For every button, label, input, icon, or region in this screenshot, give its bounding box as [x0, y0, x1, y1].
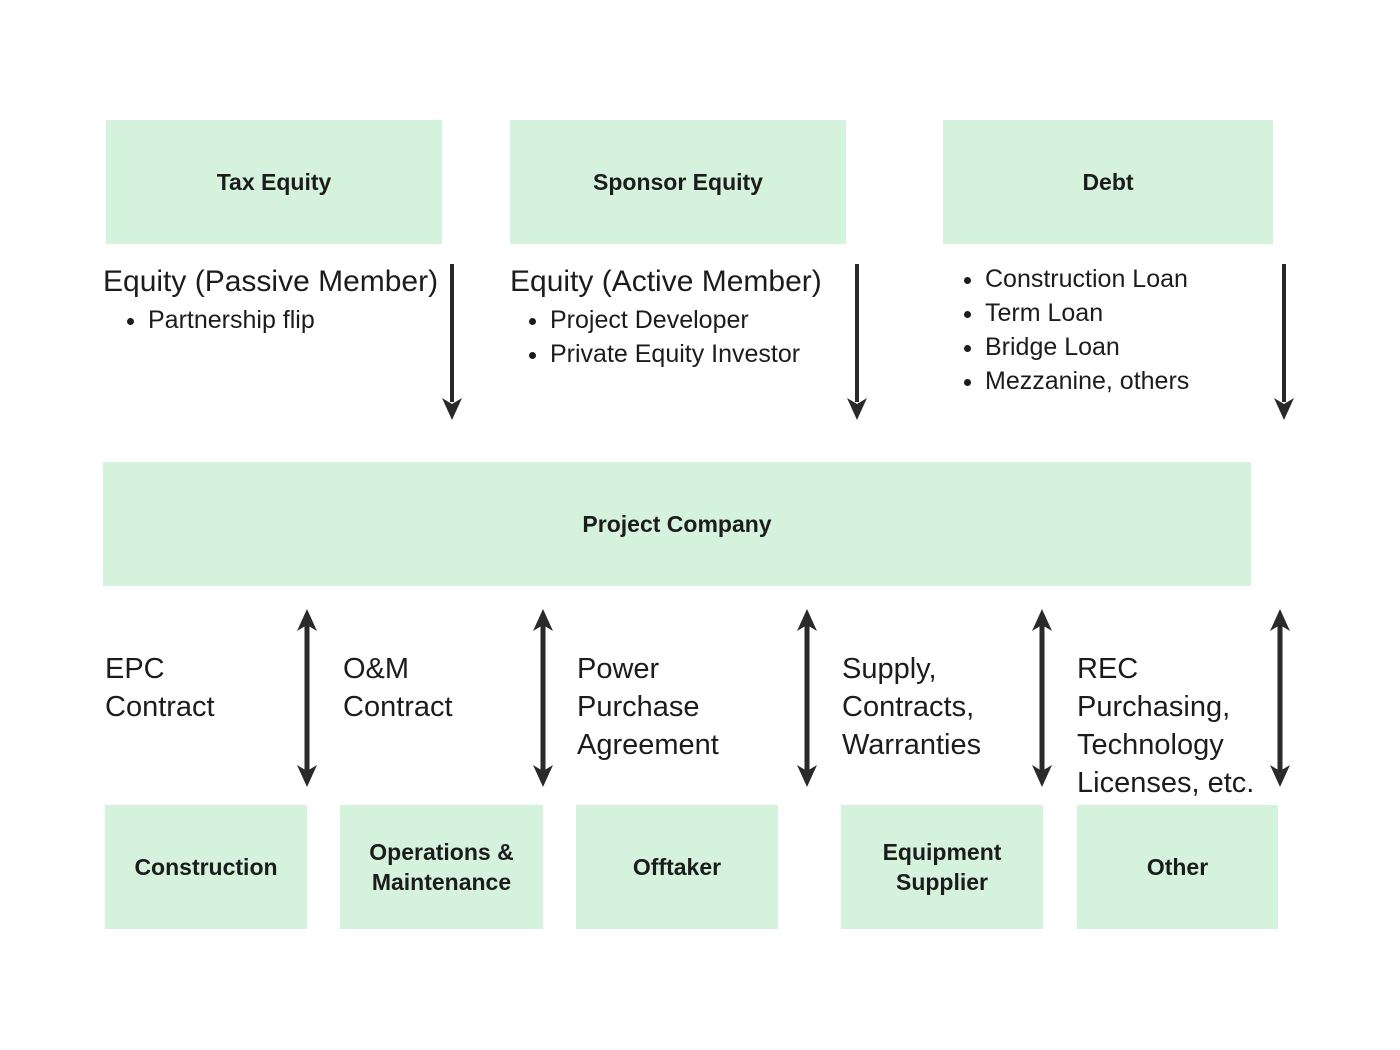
contract-label-line: Contract	[343, 691, 453, 723]
double-arrow-icon	[531, 609, 555, 787]
bullet-item: Private Equity Investor	[550, 337, 870, 371]
contract-label-line: Warranties	[842, 729, 982, 761]
box-tax-equity: Tax Equity	[106, 120, 442, 244]
sponsor-equity-heading: Equity (Active Member)	[510, 265, 822, 298]
double-arrow-icon	[295, 609, 319, 787]
double-arrow-icon	[1268, 609, 1292, 787]
bullet-item: Project Developer	[550, 303, 870, 337]
double-arrow-icon	[795, 609, 819, 787]
bullet-item: Construction Loan	[985, 262, 1275, 296]
tax-equity-heading: Equity (Passive Member)	[103, 265, 439, 298]
bullet-item: Partnership flip	[148, 303, 473, 337]
contract-label-line: Supply,	[842, 653, 937, 685]
box-debt: Debt	[943, 120, 1273, 244]
box-debt-label: Debt	[1082, 169, 1134, 195]
down-arrow-icon	[440, 262, 464, 420]
box-sponsor-equity-label: Sponsor Equity	[593, 169, 763, 195]
contract-label-line: Technology	[1077, 729, 1224, 761]
box-sponsor-equity: Sponsor Equity	[510, 120, 846, 244]
contract-label-rec: REC Purchasing, Technology Licenses, etc…	[1077, 650, 1254, 802]
box-other: Other	[1077, 805, 1278, 929]
box-equipment-supplier: Equipment Supplier	[841, 805, 1043, 929]
box-equipment-supplier-label: Equipment Supplier	[882, 839, 1002, 895]
sponsor-equity-description: Equity (Active Member) Project Developer…	[510, 264, 870, 371]
box-offtaker: Offtaker	[576, 805, 778, 929]
contract-label-om: O&M Contract	[343, 650, 453, 726]
contract-label-line: O&M	[343, 653, 410, 685]
contract-label-line: Licenses, etc.	[1077, 767, 1255, 799]
box-project-company-label: Project Company	[582, 511, 772, 537]
contract-label-line: EPC	[105, 653, 165, 685]
contract-label-line: Contracts,	[842, 691, 975, 723]
contract-label-line: Contract	[105, 691, 215, 723]
box-project-company: Project Company	[103, 462, 1251, 586]
box-construction: Construction	[105, 805, 307, 929]
box-construction-label: Construction	[134, 854, 278, 880]
contract-label-line: Purchasing,	[1077, 691, 1231, 723]
debt-bullet-list: Construction Loan Term Loan Bridge Loan …	[945, 262, 1275, 398]
double-arrow-icon	[1030, 609, 1054, 787]
debt-description: Construction Loan Term Loan Bridge Loan …	[945, 262, 1275, 398]
down-arrow-icon	[845, 262, 869, 420]
box-offtaker-label: Offtaker	[632, 854, 722, 880]
down-arrow-icon	[1272, 262, 1296, 420]
box-tax-equity-label: Tax Equity	[216, 169, 332, 195]
tax-equity-bullet-list: Partnership flip	[103, 303, 473, 337]
contract-label-line: Agreement	[577, 729, 719, 761]
bullet-item: Bridge Loan	[985, 330, 1275, 364]
contract-label-line: REC	[1077, 653, 1139, 685]
contract-label-supply: Supply, Contracts, Warranties	[842, 650, 981, 764]
contract-label-epc: EPC Contract	[105, 650, 215, 726]
bullet-item: Term Loan	[985, 296, 1275, 330]
contract-label-ppa: Power Purchase Agreement	[577, 650, 719, 764]
contract-label-line: Purchase	[577, 691, 700, 723]
box-operations-maintenance: Operations & Maintenance	[340, 805, 543, 929]
box-operations-maintenance-label: Operations & Maintenance	[369, 839, 514, 895]
sponsor-equity-bullet-list: Project Developer Private Equity Investo…	[510, 303, 870, 371]
bullet-item: Mezzanine, others	[985, 364, 1275, 398]
box-other-label: Other	[1146, 854, 1209, 880]
tax-equity-description: Equity (Passive Member) Partnership flip	[103, 264, 473, 337]
contract-label-line: Power	[577, 653, 660, 685]
